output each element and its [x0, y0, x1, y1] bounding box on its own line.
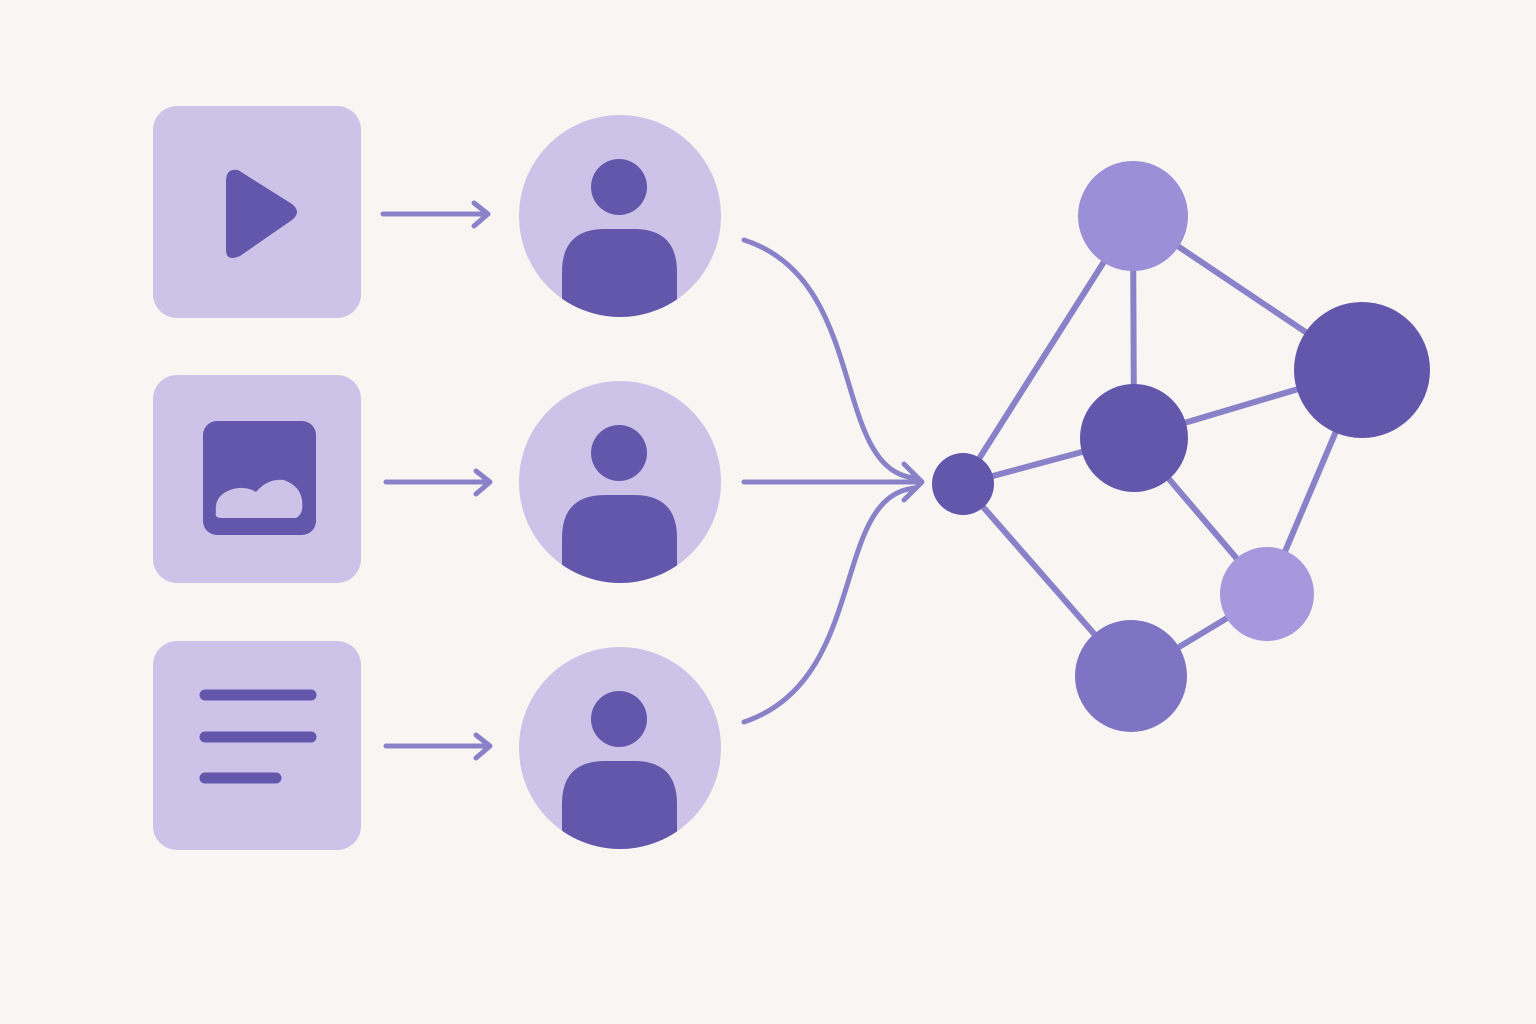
- node-center: [1080, 384, 1188, 492]
- node-bottom: [1075, 620, 1187, 732]
- node-hub: [932, 453, 994, 515]
- person-avatar-2: [519, 381, 721, 583]
- person-avatar-3: [519, 647, 721, 849]
- arrow-image-to-person: [383, 468, 493, 497]
- image-icon: [203, 421, 316, 535]
- input-tile-text: [153, 641, 361, 850]
- input-tile-image: [153, 375, 361, 583]
- tile-background: [153, 641, 361, 850]
- connector-arrowhead: [901, 461, 925, 503]
- text-lines-icon: [199, 689, 317, 784]
- connector-bottom: [741, 485, 918, 725]
- converging-connectors: [741, 237, 925, 725]
- arrow-video-to-person: [380, 200, 491, 229]
- play-icon: [226, 169, 297, 258]
- connector-top: [741, 237, 918, 481]
- node-right: [1294, 302, 1430, 438]
- person-avatar-1: [519, 115, 721, 317]
- network-nodes: [932, 161, 1430, 732]
- arrow-text-to-person: [383, 732, 493, 761]
- network-graph: [932, 161, 1430, 732]
- input-tile-video: [153, 106, 361, 318]
- person-icon: [562, 425, 677, 583]
- node-top: [1078, 161, 1188, 271]
- node-lower-right: [1220, 547, 1314, 641]
- person-icon: [562, 691, 677, 849]
- person-icon: [562, 159, 677, 317]
